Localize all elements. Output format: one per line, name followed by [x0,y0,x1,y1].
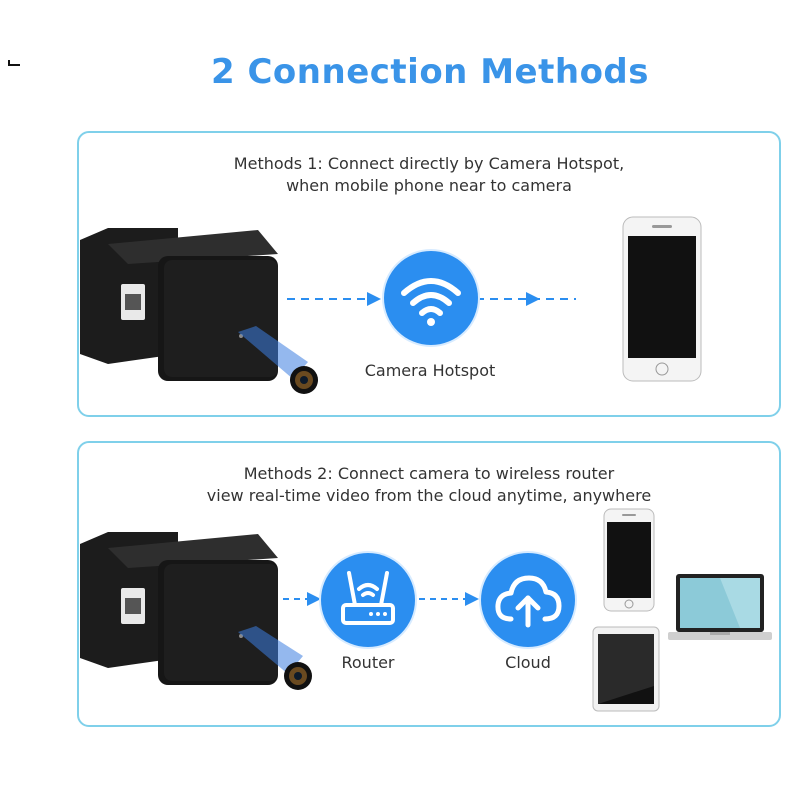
camera-hotspot-circle [384,251,478,345]
wifi-icon [384,251,478,345]
dashed-arrow [287,292,387,306]
smartphone-icon [622,216,702,382]
cloud-upload-icon [481,553,575,647]
camera-hotspot-label: Camera Hotspot [340,361,520,380]
router-circle [321,553,415,647]
router-label: Router [318,653,418,672]
dashed-arrow [419,592,481,606]
cloud-label: Cloud [478,653,578,672]
laptop-icon [668,572,772,644]
smartphone-icon [603,508,655,612]
camera-charger-icon [78,528,328,708]
cloud-circle [481,553,575,647]
router-icon [321,553,415,647]
camera-charger-icon [78,224,328,404]
method1-description: Methods 1: Connect directly by Camera Ho… [79,153,779,197]
dashed-arrow [476,292,576,306]
dashed-arrow [283,592,321,606]
page-title: 2 Connection Methods [0,52,800,92]
method1-line2: when mobile phone near to camera [79,175,779,197]
method2-line1: Methods 2: Connect camera to wireless ro… [79,463,779,485]
tablet-icon [592,626,660,712]
method1-line1: Methods 1: Connect directly by Camera Ho… [79,153,779,175]
method2-line2: view real-time video from the cloud anyt… [79,485,779,507]
method2-description: Methods 2: Connect camera to wireless ro… [79,463,779,507]
